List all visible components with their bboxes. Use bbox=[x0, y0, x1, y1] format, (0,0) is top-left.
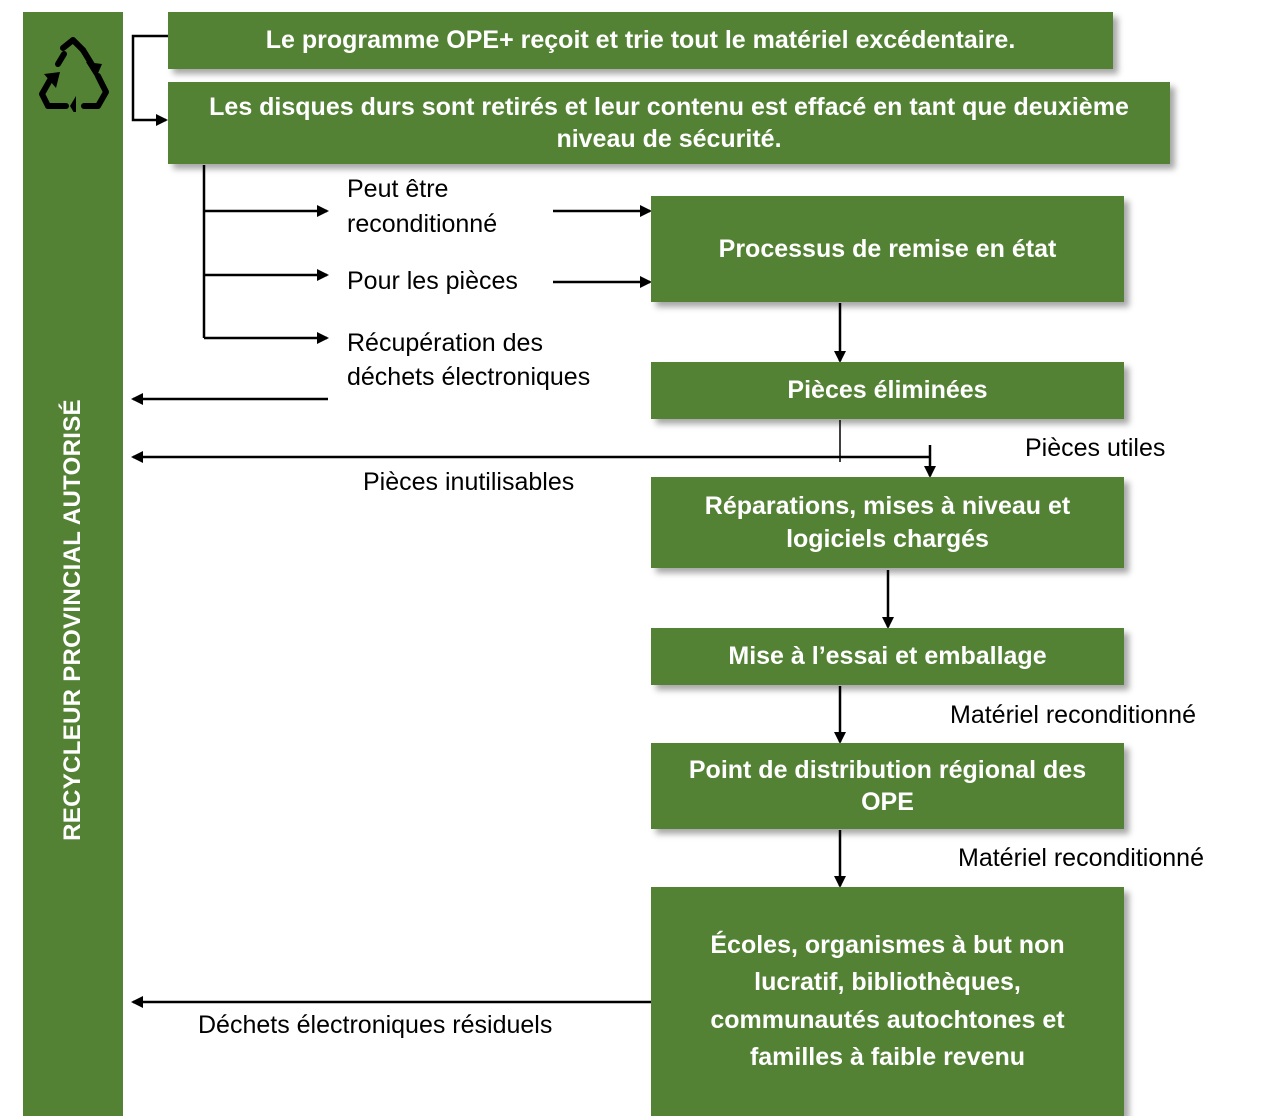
drives-box: Les disques durs sont retirés et leur co… bbox=[168, 82, 1170, 164]
can-refurb-label: Peut être reconditionné bbox=[347, 175, 498, 238]
refurbished-label-1: Matériel reconditionné bbox=[950, 701, 1196, 729]
distribution-box: Point de distribution régional des OPE bbox=[651, 743, 1124, 829]
residual-ewaste-label: Déchets électroniques résiduels bbox=[198, 1011, 553, 1039]
repairs-box: Réparations, mises à niveau et logiciels… bbox=[651, 477, 1124, 568]
bracket-arrow bbox=[131, 34, 168, 126]
useful-parts-label: Pièces utiles bbox=[1025, 434, 1166, 462]
for-parts-label: Pour les pièces bbox=[347, 267, 518, 295]
recycler-sidebar bbox=[23, 12, 123, 1116]
recipients-box: Écoles, organismes à but non lucratif, b… bbox=[651, 887, 1124, 1116]
refurbished-label-2: Matériel reconditionné bbox=[958, 844, 1204, 872]
unusable-parts-label: Pièces inutilisables bbox=[363, 468, 575, 496]
removed-parts-box: Pièces éliminées bbox=[651, 362, 1124, 419]
testing-box: Mise à l’essai et emballage bbox=[651, 628, 1124, 685]
ewaste-recovery-label: Récupération des déchets électroniques bbox=[347, 329, 591, 391]
receive-box: Le programme OPE+ reçoit et trie tout le… bbox=[168, 12, 1113, 69]
refurb-process-box: Processus de remise en état bbox=[651, 196, 1124, 302]
recycle-icon bbox=[39, 37, 109, 112]
